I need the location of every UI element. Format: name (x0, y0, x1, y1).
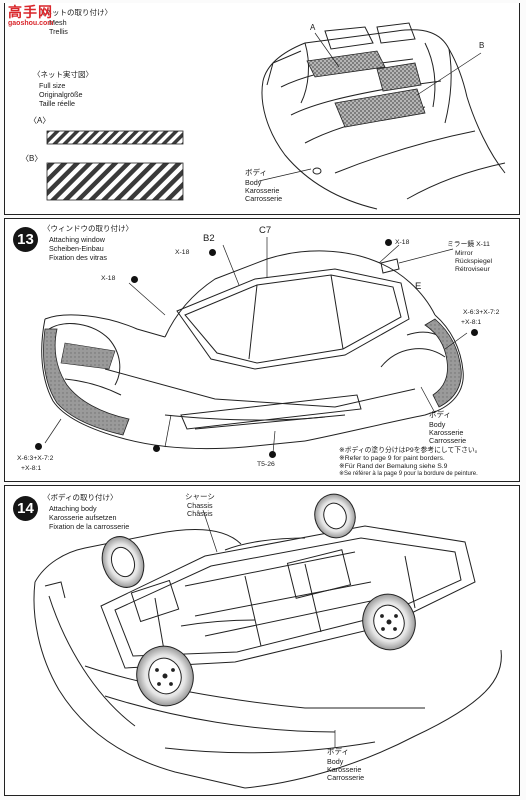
right-sticker-line-2: +X-8:1 (461, 319, 482, 326)
screw-icon (209, 249, 216, 256)
chassis-jp: シャーシ (185, 492, 215, 501)
step-14-heading-jp: 〈ボディの取り付け〉 (43, 493, 118, 502)
paint-note-jp: ※ボディの塗り分けはP9を参考にして下さい。 (339, 447, 482, 454)
watermark-url: gaoshou.com (8, 20, 54, 27)
x18-right-label: X-18 (395, 239, 410, 246)
car-body-outline (41, 250, 464, 450)
part-b2-label: B2 (203, 233, 215, 244)
mesh-leader-lines (258, 32, 482, 182)
left-sticker-line-1: X-6:3+X-7:2 (17, 455, 54, 462)
screw-icon (269, 451, 276, 458)
mesh-swatch-a (46, 130, 184, 145)
step-14-body-line-1: Body (327, 757, 344, 766)
body-shell-outline (33, 528, 502, 789)
mesh-swatch-b (46, 162, 184, 201)
step-14-body-line-2: Karosserie (327, 765, 362, 774)
t5-26-label: T5-26 (257, 461, 275, 468)
watermark-logo: 高手网 gaoshou.com (6, 2, 76, 32)
mesh-size-line-1: Full size (39, 81, 66, 90)
step-14-heading-line-3: Fixation de la carrosserie (49, 522, 130, 531)
mesh-size-line-2: Originalgröße (39, 90, 83, 99)
step-14-heading-line-1: Attaching body (49, 504, 97, 513)
left-sticker-line-2: +X-8:1 (21, 465, 42, 472)
mesh-diagram (46, 22, 506, 210)
paint-area-left (43, 328, 130, 436)
mesh-heading-line-2: Trellis (49, 27, 68, 36)
step-13-body-line-1: Body (429, 420, 446, 429)
mirror-line-3: Rétroviseur (455, 266, 490, 273)
chassis-line-1: Chassis (187, 501, 213, 510)
mesh-step-panel: 〈ネットの取り付け〉 Mesh Trellis 〈ネット実寸図〉 Full si… (4, 3, 520, 215)
part-c7-label: C7 (259, 225, 272, 236)
screw-icon (385, 239, 392, 246)
mesh-body-line-3: Carrosserie (245, 194, 283, 203)
step-14-heading-line-2: Karosserie aufsetzen (49, 513, 117, 522)
paint-note-de: ※Für Rand der Bemalung siehe S.9 (339, 463, 448, 470)
mesh-size-line-3: Taille réelle (39, 99, 75, 108)
step-14-body-jp: ボディ (327, 747, 349, 756)
mirror-line-1: Mirror (455, 250, 473, 257)
screw-icon (153, 445, 160, 452)
wheels (101, 493, 416, 707)
callout-b: B (479, 41, 485, 50)
mesh-a-label: 〈A〉 (29, 116, 51, 125)
screw-icon (35, 443, 42, 450)
step-13-body-line-2: Karosserie (429, 428, 464, 437)
paint-note-en: ※Refer to page 9 for paint borders. (339, 455, 445, 462)
callout-a: A (310, 23, 316, 32)
step-13-heading-jp: 〈ウィンドウの取り付け〉 (43, 224, 133, 233)
body-attach-diagram (33, 493, 502, 789)
step-13-number: 13 (13, 227, 38, 252)
step-13-heading-line-2: Scheiben-Einbau (49, 244, 104, 253)
step-14-body-line-3: Carrosserie (327, 773, 365, 782)
mesh-piece-b (334, 88, 426, 128)
mesh-heading-line-1: Mesh (49, 18, 67, 27)
step-14-panel: 14 〈ボディの取り付け〉 Attaching body Karosserie … (4, 485, 520, 796)
screw-icon (131, 276, 138, 283)
step-14-leader-lines (202, 509, 336, 748)
step-13-leader-lines (44, 237, 468, 454)
right-sticker-line-1: X-6:3+X-7:2 (463, 309, 500, 316)
chassis-line-2: Châssis (187, 509, 213, 518)
mesh-b-label: 〈B〉 (21, 154, 43, 163)
mesh-body-jp: ボディ (245, 168, 267, 177)
x18-mid-label: X-18 (175, 249, 190, 256)
mesh-size-heading-jp: 〈ネット実寸図〉 (33, 70, 93, 79)
x18-left-label: X-18 (101, 275, 116, 282)
step-14-number: 14 (13, 496, 38, 521)
mesh-heading-jp: 〈ネットの取り付け〉 (37, 8, 112, 17)
step-13-heading-line-3: Fixation des vitras (49, 253, 107, 262)
step-13-heading-line-1: Attaching window (49, 235, 105, 244)
step-13-panel: 13 〈ウィンドウの取り付け〉 Attaching window Scheibe… (4, 218, 520, 482)
mirror-line-2: Rückspiegel (455, 258, 493, 265)
mesh-piece-a (306, 50, 386, 78)
step-13-body-jp: ボディ (429, 410, 451, 419)
screw-icon (471, 329, 478, 336)
step-13-body-line-3: Carrosserie (429, 436, 467, 445)
watermark-brand: 高手网 (8, 5, 53, 21)
window-diagram (41, 237, 468, 454)
paint-note-fr: ※Se référer à la page 9 pour la bordure … (339, 471, 478, 477)
mesh-body-line-2: Karosserie (245, 186, 280, 195)
mirror-code-label: ミラー鏡 X-11 (447, 241, 490, 248)
mesh-body-line-1: Body (245, 178, 262, 187)
part-e-label: E (415, 281, 422, 292)
paint-area-right (424, 318, 462, 408)
